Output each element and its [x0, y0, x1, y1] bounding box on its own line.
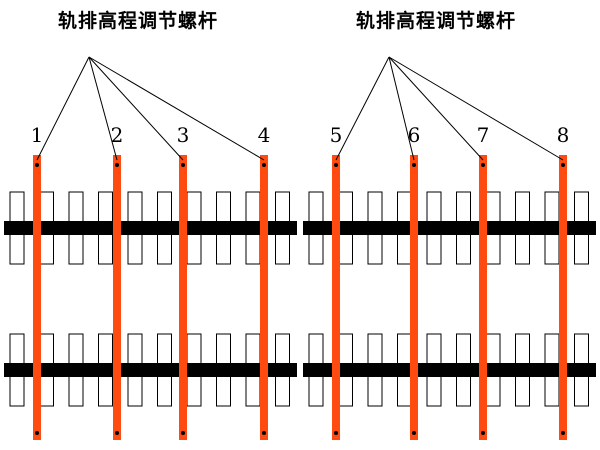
- rod-top-point: [412, 163, 416, 167]
- adjusting-rod: [559, 155, 567, 440]
- rod-top-point: [561, 163, 565, 167]
- rod-number-label: 1: [31, 123, 44, 147]
- adjusting-rod: [113, 155, 121, 440]
- rod-labels-layer: 1 2 3 4 5 6 7 8: [31, 123, 570, 147]
- adjusting-rod: [332, 155, 340, 440]
- adjusting-rod: [410, 155, 418, 440]
- upper-rail: [4, 221, 297, 235]
- rod-bottom-point: [334, 431, 338, 435]
- caption-right: 轨排高程调节螺杆: [356, 10, 517, 32]
- leader-line: [88, 56, 118, 161]
- leader-line: [335, 56, 390, 161]
- leader-line: [88, 56, 265, 161]
- rod-number-label: 5: [330, 123, 343, 147]
- leader-line: [36, 56, 90, 161]
- caption-left: 轨排高程调节螺杆: [58, 10, 219, 32]
- rails-layer: [4, 221, 596, 377]
- adjusting-rod: [260, 155, 268, 440]
- leader-line: [388, 56, 564, 161]
- leader-line: [88, 56, 184, 161]
- rod-bottom-point: [35, 431, 39, 435]
- rod-bottom-point: [481, 431, 485, 435]
- adjusting-rod: [33, 155, 41, 440]
- rod-number-label: 4: [258, 123, 271, 147]
- lower-rail: [4, 363, 297, 377]
- rod-top-point: [262, 163, 266, 167]
- adjusting-rod: [179, 155, 187, 440]
- rod-top-point: [481, 163, 485, 167]
- leader-lines-layer: [36, 56, 564, 161]
- rod-top-point: [115, 163, 119, 167]
- rod-bottom-point: [262, 431, 266, 435]
- rods-layer: [33, 155, 567, 440]
- upper-rail: [303, 221, 596, 235]
- leader-line: [388, 56, 415, 161]
- rod-bottom-point: [181, 431, 185, 435]
- lower-rail: [303, 363, 596, 377]
- leader-line: [388, 56, 484, 161]
- rod-number-label: 8: [557, 123, 570, 147]
- adjusting-rod: [479, 155, 487, 440]
- rod-bottom-point: [115, 431, 119, 435]
- rod-number-label: 6: [408, 123, 421, 147]
- rod-number-label: 7: [477, 123, 490, 147]
- rod-bottom-point: [412, 431, 416, 435]
- rod-top-point: [181, 163, 185, 167]
- rod-bottom-point: [561, 431, 565, 435]
- rod-number-label: 3: [177, 123, 190, 147]
- rod-number-label: 2: [111, 123, 124, 147]
- rod-top-point: [35, 163, 39, 167]
- rod-top-point: [334, 163, 338, 167]
